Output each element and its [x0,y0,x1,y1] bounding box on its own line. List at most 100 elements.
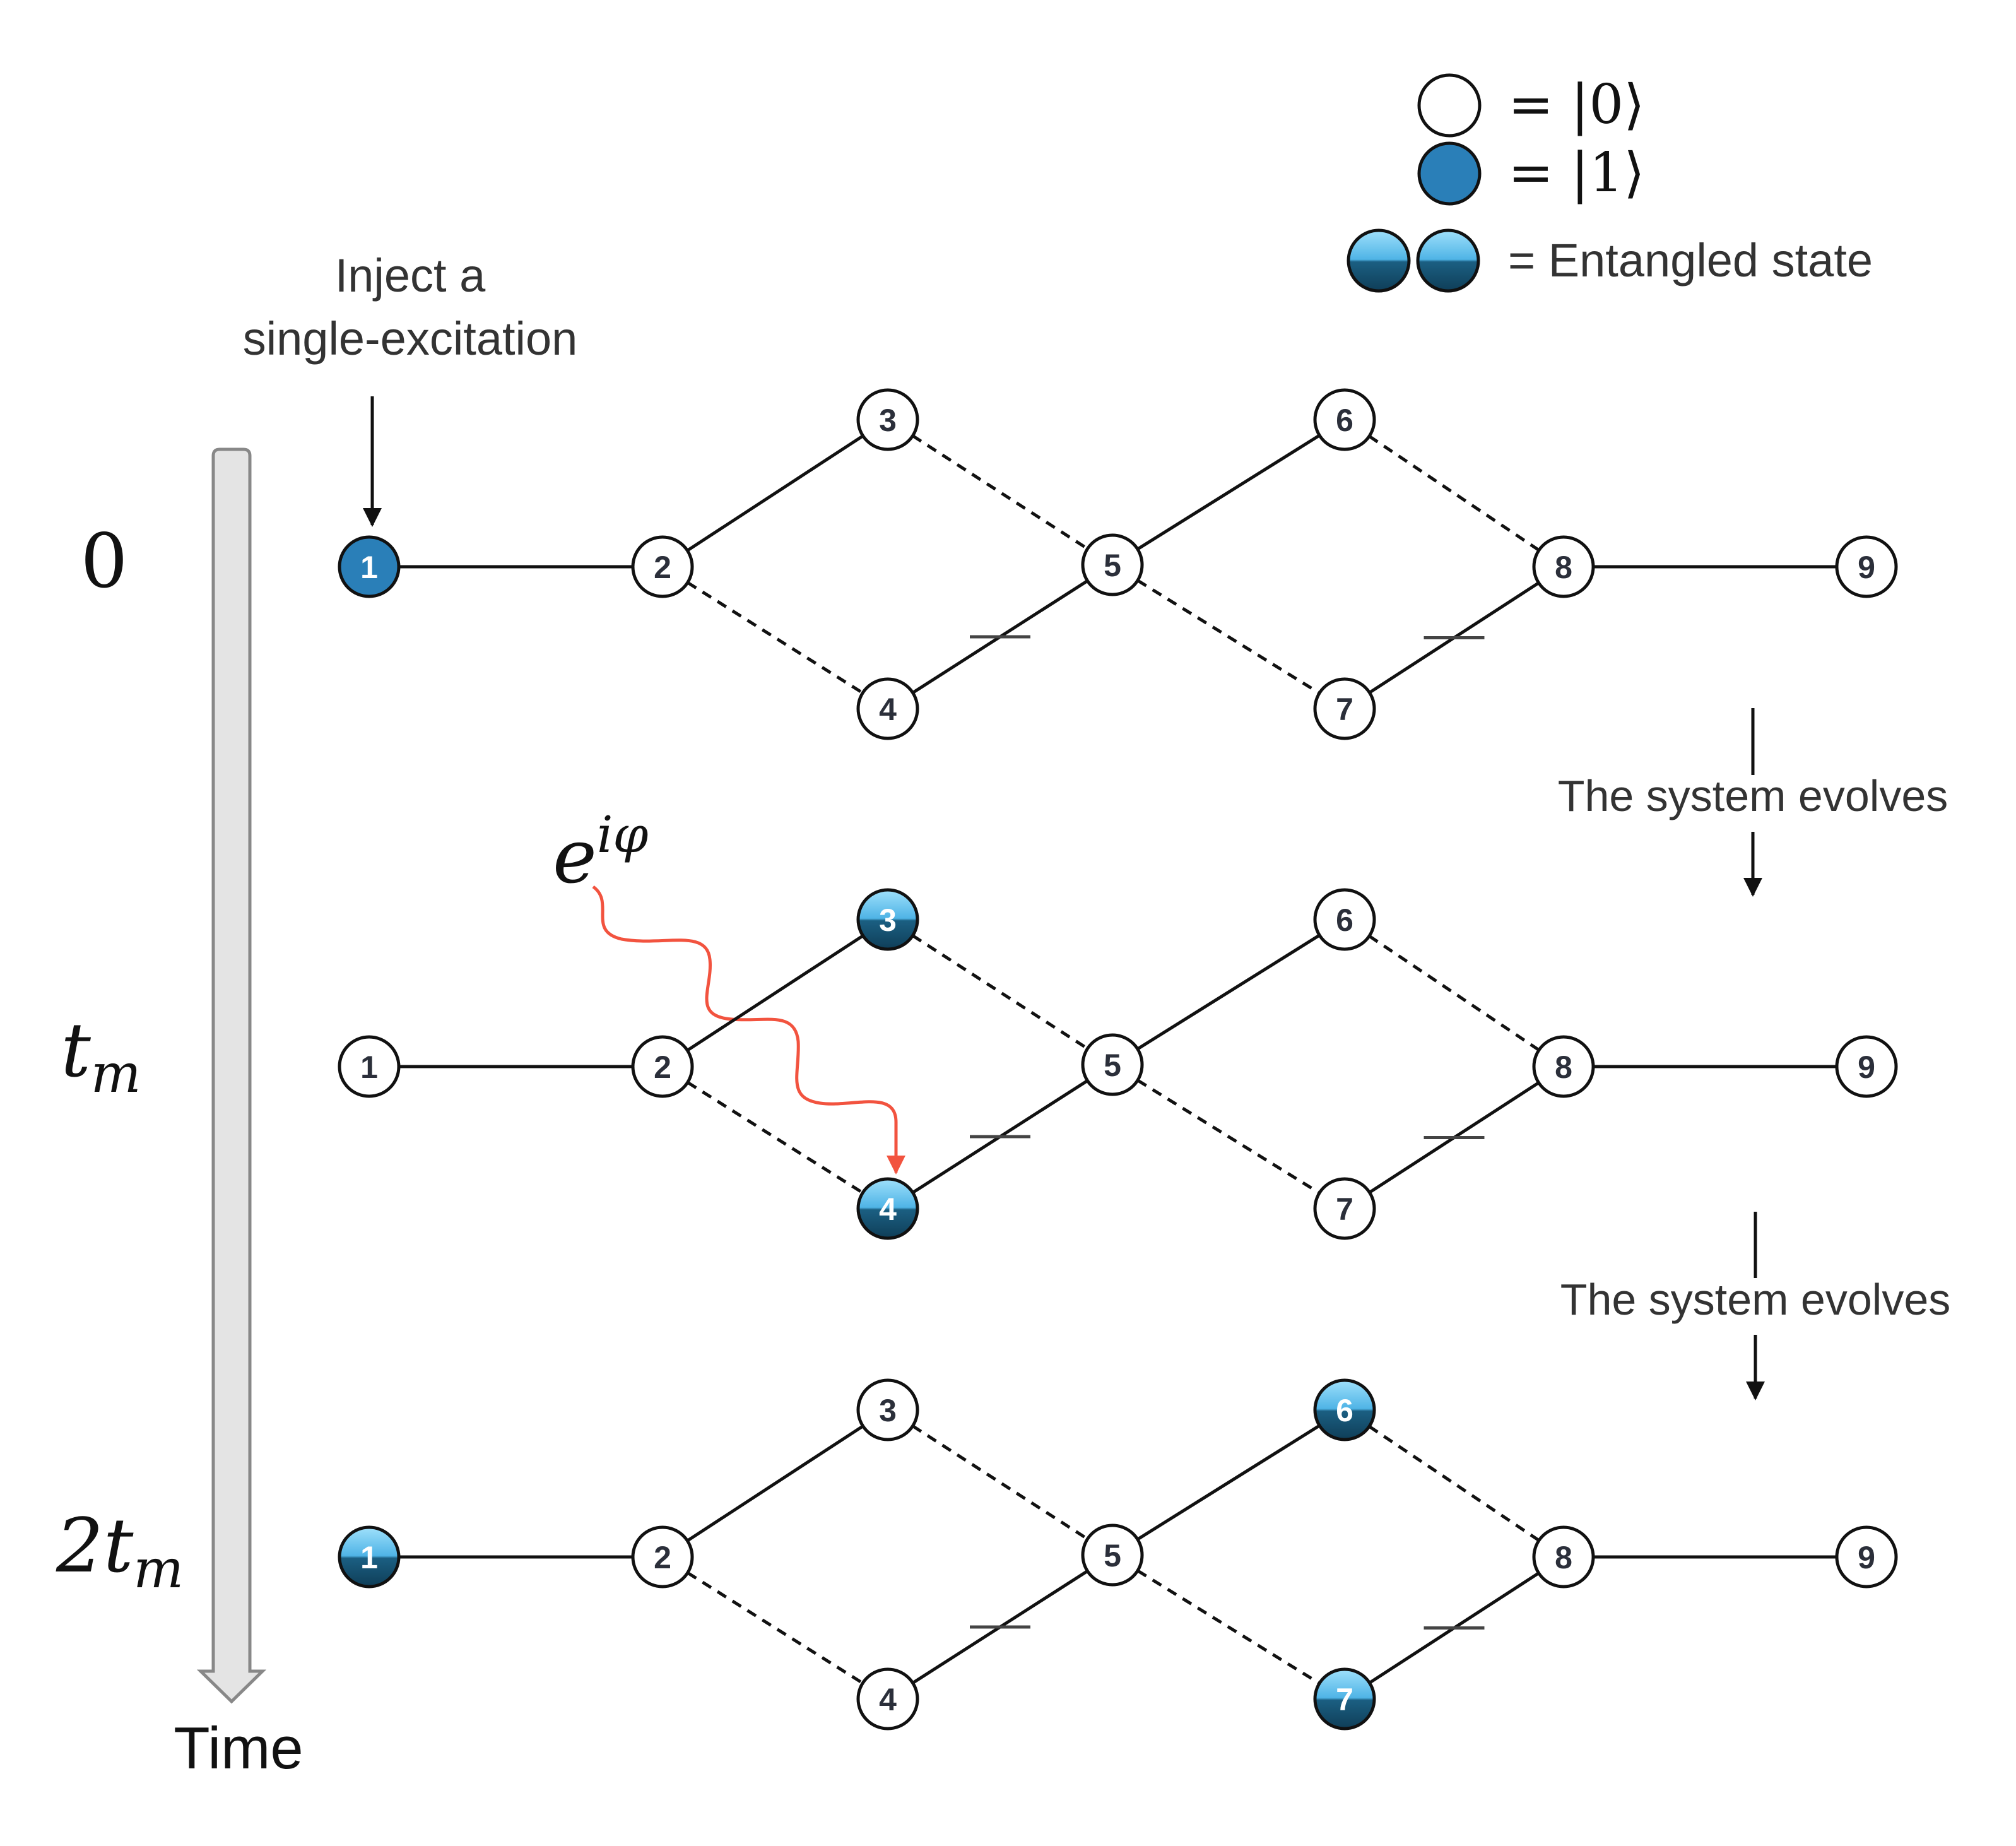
node-5: 5 [1081,1524,1144,1587]
node-1: 1 [338,1525,401,1589]
node-label: 1 [360,1540,378,1575]
node-6: 6 [1313,388,1376,451]
node-circle [1835,1525,1898,1589]
node-label: 6 [1336,403,1353,438]
node-4: 4 [856,1667,919,1731]
edge-6-8 [1368,435,1540,552]
node-circle [1313,888,1376,951]
edge-6-8 [1368,1425,1540,1542]
node-label: 4 [879,1192,897,1227]
node-circle [856,888,919,951]
node-1: 1 [338,1035,401,1098]
edge-3-5 [912,434,1088,550]
node-9: 9 [1835,535,1898,598]
node-label: 4 [879,692,897,727]
edge-6-8 [1368,935,1540,1051]
node-circle [856,1667,919,1731]
node-4: 4 [856,677,919,740]
node-circle [856,677,919,740]
node-2: 2 [631,535,694,598]
node-circle [631,535,694,598]
node-circle [1532,1035,1595,1098]
node-6: 6 [1313,888,1376,951]
node-label: 9 [1858,1050,1875,1085]
edge-2-3 [686,1424,864,1542]
node-label: 1 [360,1050,378,1085]
node-6: 6 [1313,1378,1376,1441]
node-3: 3 [856,388,919,451]
node-1: 1 [338,535,401,598]
node-3: 3 [856,888,919,951]
node-label: 2 [654,1540,671,1575]
node-circle [856,1177,919,1240]
node-label: 8 [1555,1050,1572,1085]
node-9: 9 [1835,1525,1898,1589]
node-label: 8 [1555,1540,1572,1575]
node-label: 5 [1104,1538,1121,1573]
edge-5-7 [1136,1079,1321,1195]
node-5: 5 [1081,533,1144,596]
node-circle [338,535,401,598]
network-rows: 1 2 3 4 5 6 7 8 9 1 2 3 4 5 6 7 8 9 1 2 3 4 5 6 7 8 9 [338,388,1898,1731]
node-9: 9 [1835,1035,1898,1098]
node-circle [1835,1035,1898,1098]
time-axis-label: Time [174,1715,303,1781]
inject-label-line1: Inject a [335,249,486,302]
time-label-tm: tm [61,1007,141,1104]
edge-2-3 [686,434,864,552]
node-label: 6 [1336,902,1353,938]
node-2: 2 [631,1035,694,1098]
node-circle [1313,1177,1376,1240]
node-circle [1835,535,1898,598]
node-label: 7 [1336,1192,1353,1227]
node-circle [631,1035,694,1098]
edge-5-6 [1136,434,1321,551]
node-7: 7 [1313,677,1376,740]
node-label: 3 [879,902,897,938]
node-circle [1532,535,1595,598]
node-circle [631,1525,694,1589]
node-label: 4 [879,1682,897,1717]
node-label: 1 [360,550,378,585]
edge-2-3 [686,934,864,1052]
legend-entangled-swatch-b [1416,228,1480,293]
node-8: 8 [1532,1035,1595,1098]
edge-3-5 [912,1424,1088,1541]
edge-5-7 [1136,579,1321,695]
node-5: 5 [1081,1033,1144,1096]
node-label: 7 [1336,692,1353,727]
node-label: 3 [879,1393,897,1428]
node-label: 2 [654,1050,671,1085]
node-label: 7 [1336,1682,1353,1717]
node-label: 8 [1555,550,1572,585]
row-t0: 1 2 3 4 5 6 7 8 9 [338,388,1898,740]
legend-entangled-swatch-a [1347,228,1411,293]
legend: = |0⟩ = |1⟩ = Entangled state [1347,73,1873,293]
node-2: 2 [631,1525,694,1589]
node-8: 8 [1532,535,1595,598]
node-label: 3 [879,403,897,438]
node-circle [856,1378,919,1441]
edge-5-6 [1136,1424,1321,1541]
legend-ground-text: = |0⟩ [1508,73,1645,136]
legend-ground-swatch [1417,73,1482,138]
node-circle [1081,1524,1144,1587]
node-circle [1081,533,1144,596]
evolve-label-2: The system evolves [1560,1275,1951,1324]
node-7: 7 [1313,1667,1376,1731]
node-circle [1081,1033,1144,1096]
time-label-0: 0 [80,518,127,605]
node-7: 7 [1313,1177,1376,1240]
node-circle [338,1035,401,1098]
edge-2-4 [687,1080,864,1195]
node-circle [1313,677,1376,740]
edge-2-4 [687,581,864,695]
node-8: 8 [1532,1525,1595,1589]
time-arrow-bar [196,447,267,1704]
node-label: 9 [1858,1540,1875,1575]
edge-5-6 [1136,933,1321,1051]
node-circle [856,388,919,451]
node-circle [1532,1525,1595,1589]
edge-5-7 [1136,1569,1321,1685]
